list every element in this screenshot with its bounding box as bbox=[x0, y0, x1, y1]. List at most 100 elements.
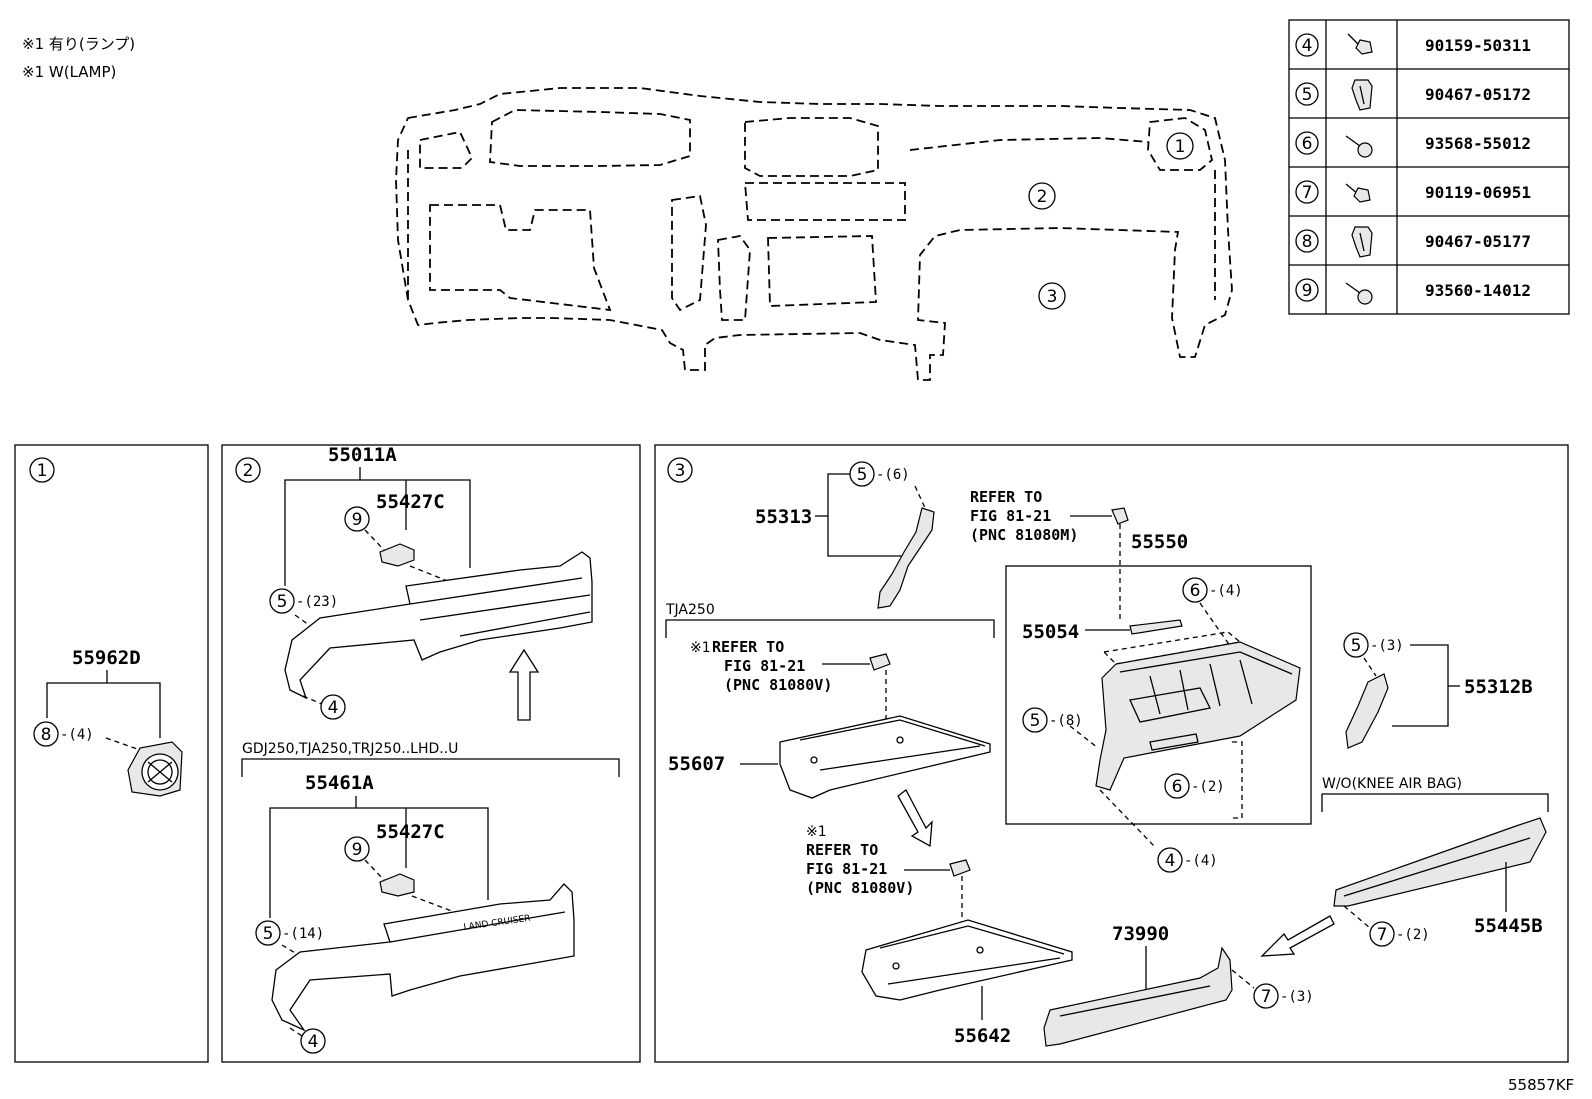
table-row-9: 9 93560-14012 bbox=[1295, 278, 1531, 305]
note-lamp-en: ※1 W(LAMP) bbox=[22, 63, 116, 81]
side-trim-55312B bbox=[1345, 673, 1389, 749]
bolt-callout: 7 bbox=[1377, 925, 1388, 945]
bolt-qty: -(2) bbox=[1396, 927, 1430, 943]
panel-number: 1 bbox=[37, 461, 48, 481]
lower-panel-55011A bbox=[284, 551, 593, 700]
clip-qty: -(6) bbox=[876, 467, 910, 483]
tja-refer-pnc: (PNC 81080V) bbox=[724, 676, 832, 694]
lower-refer-pnc: (PNC 81080V) bbox=[806, 879, 914, 897]
refer-pnc: (PNC 81080M) bbox=[970, 526, 1078, 544]
lower-refer-to: REFER TO bbox=[806, 841, 878, 859]
bolt-callout: 4 bbox=[1165, 851, 1176, 871]
bolt-icon bbox=[1347, 33, 1373, 55]
table-ref: 7 bbox=[1302, 183, 1313, 203]
clip-icon bbox=[1351, 226, 1373, 258]
arrow-up-icon bbox=[508, 648, 540, 721]
panel-number: 3 bbox=[675, 461, 686, 481]
panel-3: 3 5 -(6) 55313 REFER TO FIG 81-21 (PNC 8… bbox=[654, 444, 1569, 1063]
lamp-connector bbox=[949, 859, 971, 877]
bolt-callout: 4 bbox=[328, 698, 339, 718]
refer-fig: FIG 81-21 bbox=[970, 507, 1051, 525]
side-trim-55313 bbox=[877, 507, 935, 609]
table-part-number: 90159-50311 bbox=[1425, 36, 1531, 55]
tja-mark: ※1 bbox=[690, 640, 711, 656]
clip-qty: -(8) bbox=[1049, 713, 1083, 729]
table-row-7: 7 90119-06951 bbox=[1295, 180, 1531, 204]
bracket-55427C-lower bbox=[379, 873, 415, 897]
panel-1: 1 55962D 8 -(4) bbox=[14, 444, 209, 1063]
clip-icon bbox=[1351, 79, 1373, 111]
screw-qty: -(4) bbox=[1209, 583, 1243, 599]
part-55054: 55054 bbox=[1022, 621, 1079, 643]
knee-trim-55445B bbox=[1333, 817, 1547, 907]
fastener-table: 4 90159-50311 5 90467-05172 6 bbox=[1288, 19, 1570, 315]
lamp-connector bbox=[869, 653, 891, 671]
part-55445B: 55445B bbox=[1474, 915, 1543, 937]
overview-callout-3: 3 bbox=[1038, 282, 1066, 310]
fastener-callout: 8 bbox=[41, 725, 52, 745]
condition-label: GDJ250,TJA250,TRJ250..LHD..U bbox=[242, 741, 458, 757]
part-55962D: 55962D bbox=[72, 647, 141, 669]
clip-callout: 5 bbox=[857, 465, 868, 485]
glove-box-55550 bbox=[1095, 641, 1301, 791]
clip-callout: 5 bbox=[263, 924, 274, 944]
part-55461A: 55461A bbox=[305, 772, 374, 794]
clip-qty: -(14) bbox=[282, 926, 324, 942]
part-55642: 55642 bbox=[954, 1025, 1011, 1047]
screw-callout: 6 bbox=[1190, 581, 1201, 601]
dashboard-overview: 1 2 3 bbox=[395, 87, 1233, 381]
bracket-55427C bbox=[379, 543, 415, 567]
panel-number: 2 bbox=[243, 461, 254, 481]
table-part-number: 90119-06951 bbox=[1425, 183, 1531, 202]
note-lamp-jp: ※1 有り(ランプ) bbox=[22, 35, 135, 53]
bolt-qty: -(3) bbox=[1280, 989, 1314, 1005]
overview-callout-1: 1 bbox=[1166, 132, 1194, 160]
part-55011A: 55011A bbox=[328, 444, 397, 466]
bolt-callout: 7 bbox=[1261, 987, 1272, 1007]
svg-text:1: 1 bbox=[1175, 137, 1186, 157]
part-55550: 55550 bbox=[1131, 531, 1188, 553]
undercover-55607 bbox=[779, 715, 991, 799]
table-ref: 5 bbox=[1302, 85, 1313, 105]
arrow-down-right-icon bbox=[897, 789, 933, 848]
rod-55054 bbox=[1129, 619, 1183, 635]
fastener-qty: -(4) bbox=[60, 727, 94, 743]
part-73990: 73990 bbox=[1112, 923, 1169, 945]
lower-refer-fig: FIG 81-21 bbox=[806, 860, 887, 878]
part-55427C: 55427C bbox=[376, 491, 445, 513]
table-row-8: 8 90467-05177 bbox=[1295, 226, 1531, 258]
woknee-condition: W/O(KNEE AIR BAG) bbox=[1322, 776, 1462, 792]
table-row-4: 4 90159-50311 bbox=[1295, 33, 1531, 57]
clip-callout: 5 bbox=[277, 592, 288, 612]
undercover-55642 bbox=[861, 919, 1073, 1001]
table-row-6: 6 93568-55012 bbox=[1295, 131, 1531, 158]
bolt-icon bbox=[1345, 183, 1371, 203]
table-part-number: 90467-05172 bbox=[1425, 85, 1531, 104]
screw-callout: 9 bbox=[352, 510, 363, 530]
clip-qty: -(23) bbox=[296, 594, 338, 610]
tja-refer-fig: FIG 81-21 bbox=[724, 657, 805, 675]
lower-panel-55461A: LAND CRUISER bbox=[271, 883, 575, 1032]
part-55607: 55607 bbox=[668, 753, 725, 775]
clip-callout: 5 bbox=[1351, 636, 1362, 656]
tja-refer-to: REFER TO bbox=[712, 638, 784, 656]
tja-condition: TJA250 bbox=[665, 602, 715, 618]
screw-callout: 9 bbox=[352, 840, 363, 860]
table-ref: 6 bbox=[1302, 134, 1313, 154]
table-ref: 4 bbox=[1302, 36, 1313, 56]
screw-qty: -(2) bbox=[1191, 779, 1225, 795]
table-ref: 9 bbox=[1302, 281, 1313, 301]
lower-mark: ※1 bbox=[806, 824, 827, 840]
table-part-number: 90467-05177 bbox=[1425, 232, 1531, 251]
part-55312B: 55312B bbox=[1464, 676, 1533, 698]
table-row-5: 5 90467-05172 bbox=[1295, 79, 1531, 111]
clip-callout: 5 bbox=[1030, 711, 1041, 731]
lamp-connector bbox=[1111, 507, 1129, 525]
screw-icon bbox=[1345, 282, 1373, 305]
arrow-down-left-icon bbox=[1260, 915, 1335, 957]
refer-to: REFER TO bbox=[970, 488, 1042, 506]
table-ref: 8 bbox=[1302, 232, 1313, 252]
clip-qty: -(3) bbox=[1370, 638, 1404, 654]
svg-text:3: 3 bbox=[1047, 287, 1058, 307]
